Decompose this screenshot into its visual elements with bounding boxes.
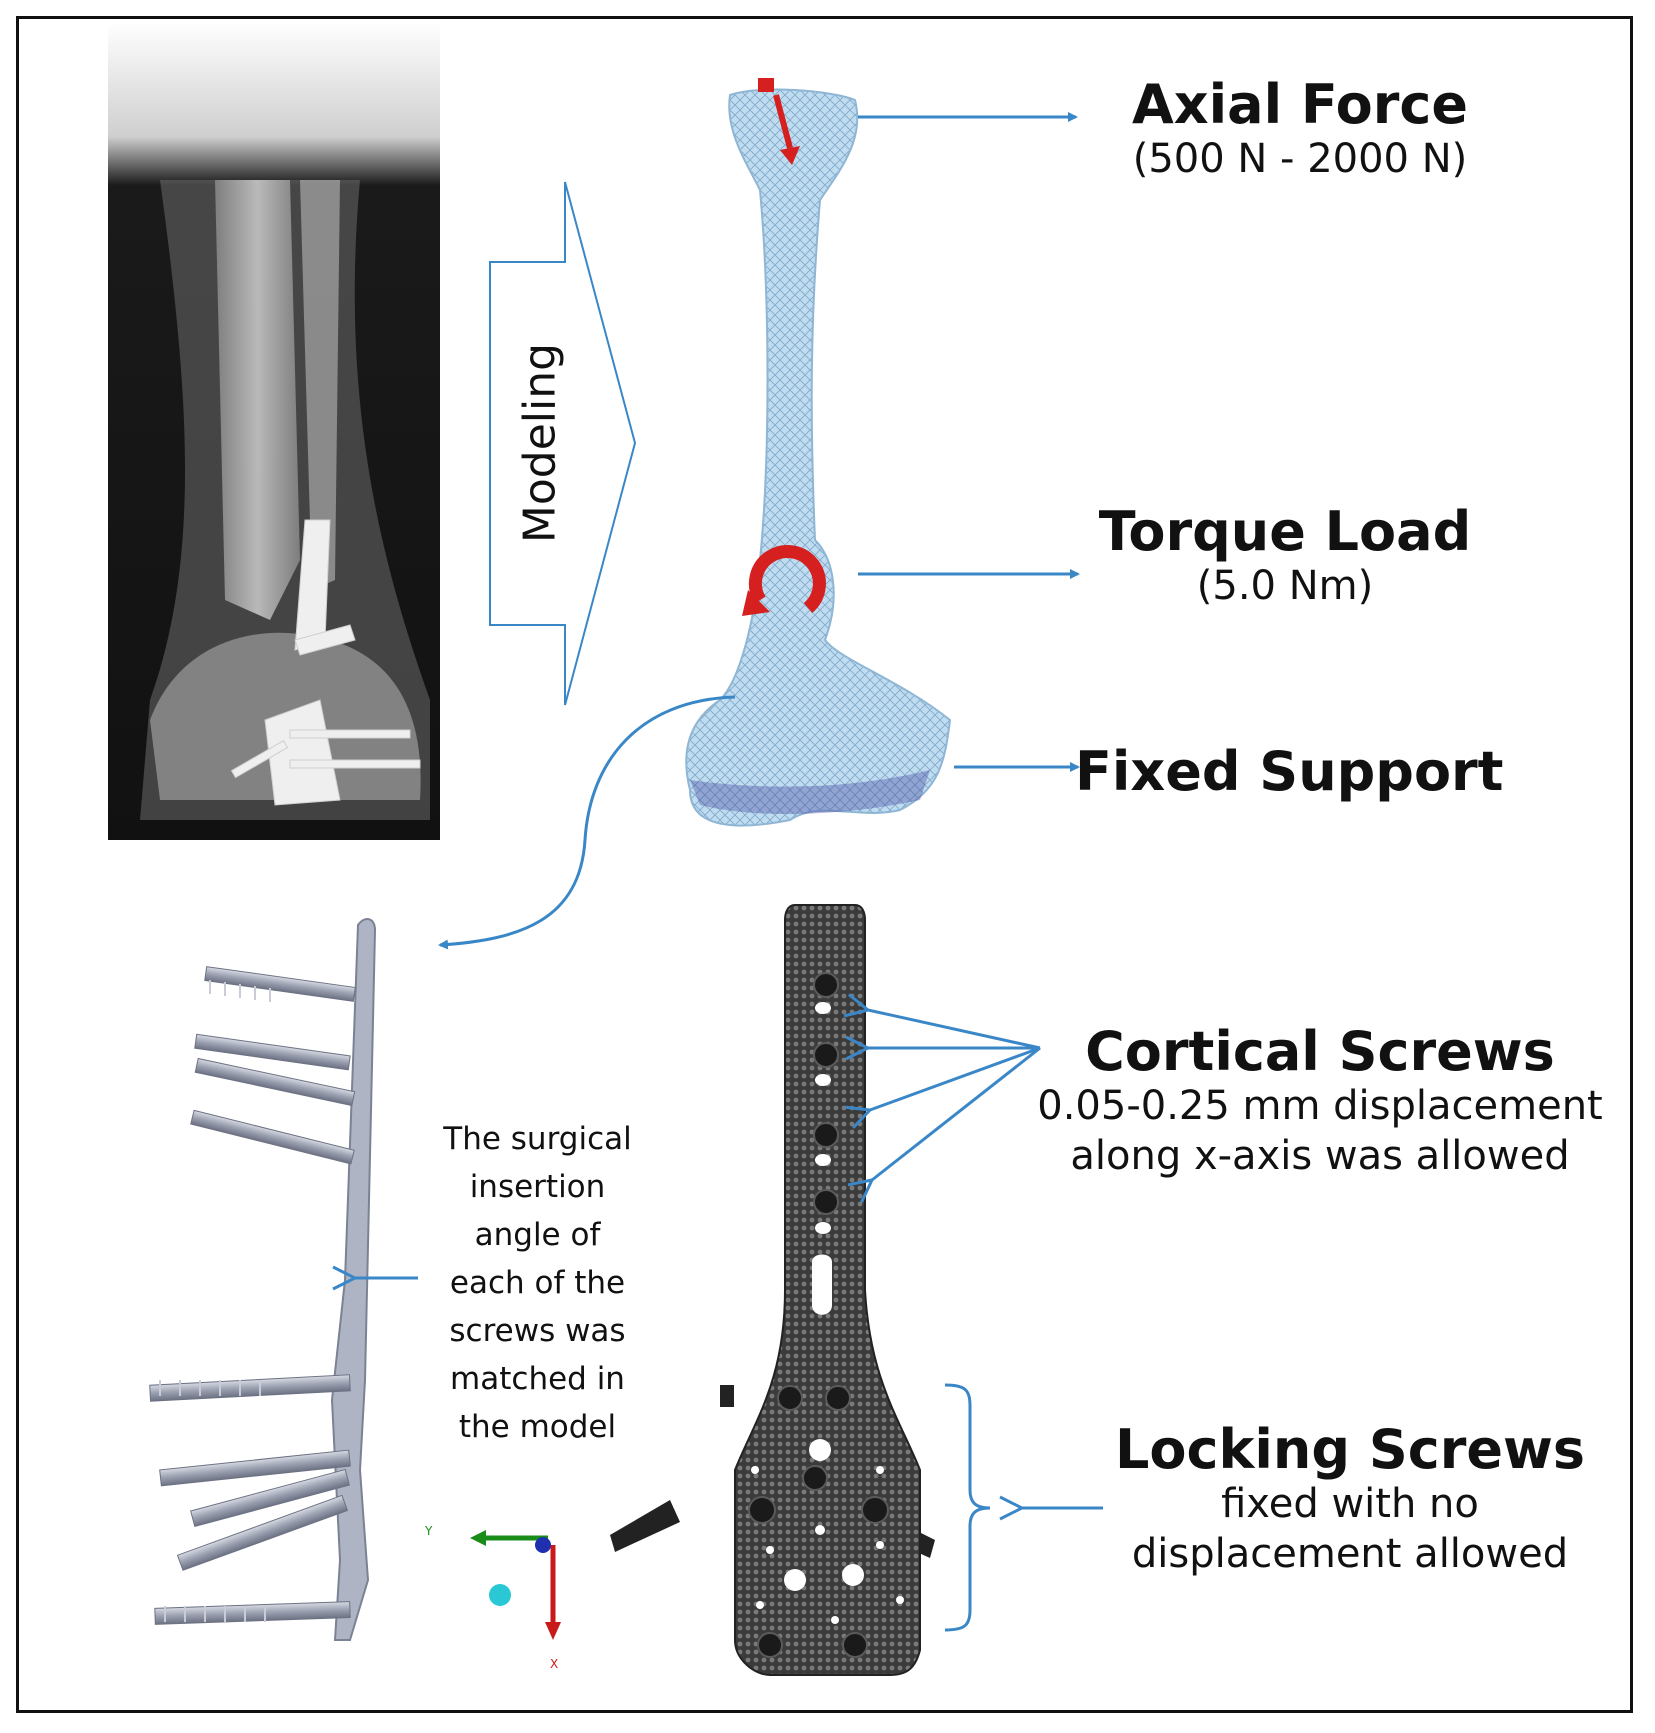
locking-screws-block: Locking Screws fixed with no displacemen… xyxy=(1100,1420,1600,1579)
arrow-model-to-plate xyxy=(438,695,736,950)
plate-mesh-front-view xyxy=(610,904,935,1676)
axial-force-arrow-icon xyxy=(758,78,800,165)
axial-force-value: (500 N - 2000 N) xyxy=(1132,136,1468,183)
modeling-label: Modeling xyxy=(514,342,566,544)
insertion-note-line: each of the xyxy=(449,1265,626,1301)
locking-screws-bracket xyxy=(944,1383,1103,1632)
axial-force-title: Axial Force xyxy=(1132,73,1468,136)
cortical-screws-pointers xyxy=(868,1010,1041,1180)
torque-icon xyxy=(742,545,826,616)
axial-force-block: Axial Force (500 N - 2000 N) xyxy=(1100,75,1500,184)
figure-frame xyxy=(16,16,1633,1713)
cortical-screws-title: Cortical Screws xyxy=(1085,1020,1555,1083)
plate-side-view xyxy=(149,918,377,1641)
axis-y-label: Y xyxy=(424,1524,433,1538)
modeling-arrow xyxy=(489,181,637,706)
locking-screws-line2: displacement allowed xyxy=(1131,1531,1569,1578)
insertion-note-line: insertion xyxy=(469,1169,606,1205)
insertion-note-line: The surgical xyxy=(443,1121,632,1157)
insertion-note-line: angle of xyxy=(474,1217,601,1253)
axis-x-label: X xyxy=(550,1657,558,1671)
insertion-note-line: screws was xyxy=(449,1313,626,1349)
torque-load-value: (5.0 Nm) xyxy=(1196,563,1374,610)
cortical-screws-line2: along x-axis was allowed xyxy=(1070,1133,1570,1180)
insertion-note: The surgical insertion angle of each of … xyxy=(420,1115,655,1451)
torque-load-title: Torque Load xyxy=(1098,500,1472,563)
xray-image xyxy=(108,22,440,840)
cortical-screws-line1: 0.05-0.25 mm displacement xyxy=(1037,1083,1603,1130)
locking-screws-title: Locking Screws xyxy=(1114,1418,1586,1481)
insertion-note-line: the model xyxy=(458,1409,617,1445)
coordinate-axes-icon xyxy=(470,1530,561,1640)
fixed-support-title: Fixed Support xyxy=(1075,740,1504,803)
cortical-screws-block: Cortical Screws 0.05-0.25 mm displacemen… xyxy=(1020,1022,1620,1181)
fixed-support-block: Fixed Support xyxy=(1075,740,1504,803)
torque-load-block: Torque Load (5.0 Nm) xyxy=(1085,502,1485,611)
insertion-note-line: matched in xyxy=(450,1361,625,1397)
locking-screws-line1: fixed with no xyxy=(1221,1481,1479,1528)
bone-mesh-model xyxy=(685,88,952,827)
